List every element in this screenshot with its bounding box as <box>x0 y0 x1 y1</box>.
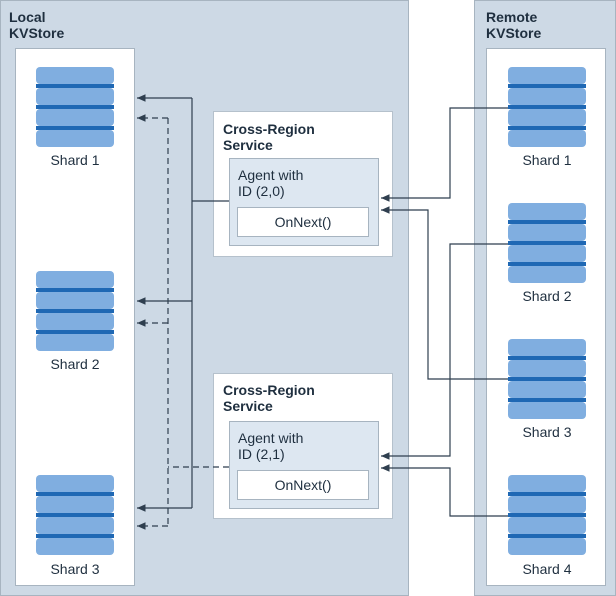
local-shard-3-db-icon <box>36 475 114 555</box>
local-shard-2-db-icon <box>36 271 114 351</box>
agent-2-0-onnext: OnNext() <box>237 207 369 237</box>
service-2-title: Cross-Region Service <box>223 382 315 414</box>
agent-2-0-label-line1: Agent with <box>238 167 304 183</box>
line-remote-shard-1-to-agent-2-0 <box>381 107 508 202</box>
local-title-line2: KVStore <box>9 25 65 41</box>
local-shard-2-label: Shard 2 <box>50 356 100 372</box>
remote-shard-3-label: Shard 3 <box>522 424 572 440</box>
agent-2-1-label-line2: ID (2,1) <box>238 446 285 462</box>
remote-shard-1-db-icon <box>508 67 586 147</box>
service-2-title-line2: Service <box>223 398 273 414</box>
agent-2-1-onnext: OnNext() <box>237 470 369 500</box>
line-remote-shard-2-to-agent-2-1 <box>381 243 508 460</box>
service-1-title: Cross-Region Service <box>223 121 315 153</box>
agent-2-0-label: Agent with ID (2,0) <box>238 167 303 199</box>
agent-2-1-label-line1: Agent with <box>238 430 304 446</box>
remote-kvstore-title: Remote KVStore <box>486 9 541 41</box>
agent-2-0-label-line2: ID (2,0) <box>238 183 285 199</box>
remote-shard-1-label: Shard 1 <box>522 152 572 168</box>
service-1-title-line2: Service <box>223 137 273 153</box>
remote-shard-2-db-icon <box>508 203 586 283</box>
remote-shard-3-db-icon <box>508 339 586 419</box>
local-shard-1-db-icon <box>36 67 114 147</box>
remote-shard-2-label: Shard 2 <box>522 288 572 304</box>
local-shard-3-label: Shard 3 <box>50 561 100 577</box>
remote-title-line2: KVStore <box>486 25 542 41</box>
service-1-title-line1: Cross-Region <box>223 121 315 137</box>
agent-2-1-label: Agent with ID (2,1) <box>238 430 303 462</box>
remote-title-line1: Remote <box>486 9 538 25</box>
line-remote-shard-3-to-agent-2-0 <box>381 206 508 380</box>
local-kvstore-title: Local KVStore <box>9 9 64 41</box>
local-shard-1-label: Shard 1 <box>50 152 100 168</box>
remote-shard-4-label: Shard 4 <box>522 561 572 577</box>
remote-shard-4-db-icon <box>508 475 586 555</box>
local-title-line1: Local <box>9 9 46 25</box>
service-2-title-line1: Cross-Region <box>223 382 315 398</box>
line-remote-shard-4-to-agent-2-1 <box>381 464 508 517</box>
